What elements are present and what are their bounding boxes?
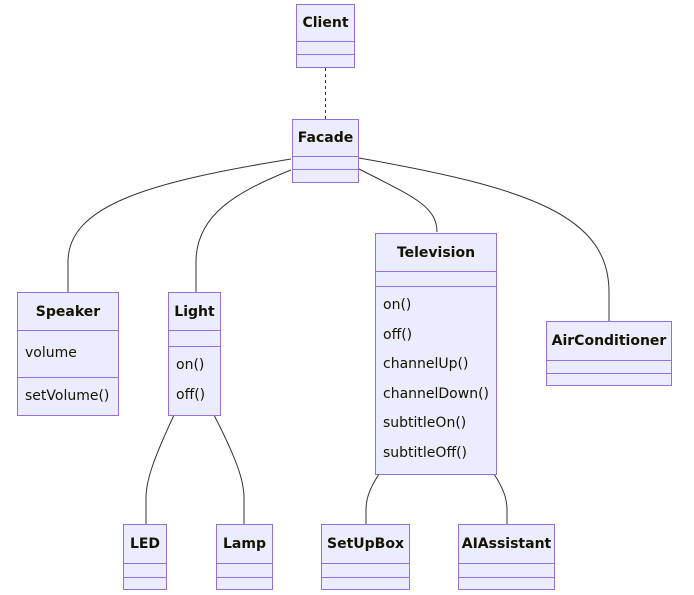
- attributes-section: [376, 272, 496, 287]
- attributes-section: [297, 42, 354, 55]
- attributes-section: [124, 564, 166, 578]
- methods-section: setVolume(): [18, 378, 118, 415]
- class-lamp: Lamp: [216, 524, 273, 590]
- method-channelup: channelUp(): [383, 356, 469, 373]
- attribute-volume: volume: [25, 345, 77, 361]
- method-on: on(): [383, 297, 412, 313]
- methods-section: [217, 578, 272, 589]
- class-facade: Facade: [292, 119, 359, 183]
- methods-section: on() off() channelUp() channelDown() sub…: [376, 287, 496, 474]
- method-subtitleon: subtitleOn(): [383, 415, 467, 432]
- attributes-section: [459, 564, 554, 578]
- edge-television-setupbox: [365, 473, 380, 524]
- class-speaker: Speaker volume setVolume(): [17, 292, 119, 416]
- method-subtitleoff: subtitleOff(): [383, 444, 468, 461]
- methods-section: [293, 170, 358, 182]
- class-client: Client: [296, 4, 355, 68]
- method-setvolume: setVolume(): [25, 388, 110, 404]
- class-name: Speaker: [18, 293, 118, 331]
- class-aiassistant: AIAssistant: [458, 524, 555, 590]
- method-off: off(): [383, 326, 413, 343]
- class-name: SetUpBox: [322, 525, 409, 564]
- class-name: Light: [169, 293, 220, 331]
- methods-section: [547, 374, 671, 385]
- class-name: AirConditioner: [547, 322, 671, 361]
- edge-facade-speaker: [67, 158, 292, 292]
- edge-facade-television: [358, 168, 438, 233]
- attributes-section: [217, 564, 272, 578]
- class-light: Light on() off(): [168, 292, 221, 416]
- methods-section: [459, 578, 554, 589]
- method-on: on(): [176, 357, 205, 373]
- class-name: Facade: [293, 120, 358, 157]
- methods-section: [322, 578, 409, 589]
- attributes-section: [322, 564, 409, 578]
- attributes-section: volume: [18, 331, 118, 378]
- class-name: Lamp: [217, 525, 272, 564]
- edge-light-lamp: [213, 414, 245, 524]
- class-name: AIAssistant: [459, 525, 554, 564]
- attributes-section: [169, 331, 220, 347]
- methods-section: on() off(): [169, 347, 220, 415]
- class-name: Client: [297, 5, 354, 42]
- attributes-section: [293, 157, 358, 170]
- method-channeldown: channelDown(): [383, 385, 489, 402]
- edge-facade-light: [195, 169, 292, 292]
- class-name: Television: [376, 234, 496, 272]
- class-television: Television on() off() channelUp() channe…: [375, 233, 497, 475]
- methods-section: [297, 55, 354, 67]
- edge-facade-airconditioner: [358, 157, 610, 321]
- class-led: LED: [123, 524, 167, 590]
- attributes-section: [547, 361, 671, 374]
- methods-section: [124, 578, 166, 589]
- class-setupbox: SetUpBox: [321, 524, 410, 590]
- edge-light-led: [145, 414, 175, 524]
- class-name: LED: [124, 525, 166, 564]
- class-airconditioner: AirConditioner: [546, 321, 672, 386]
- method-off: off(): [176, 386, 206, 403]
- edge-television-aiassistant: [493, 473, 508, 524]
